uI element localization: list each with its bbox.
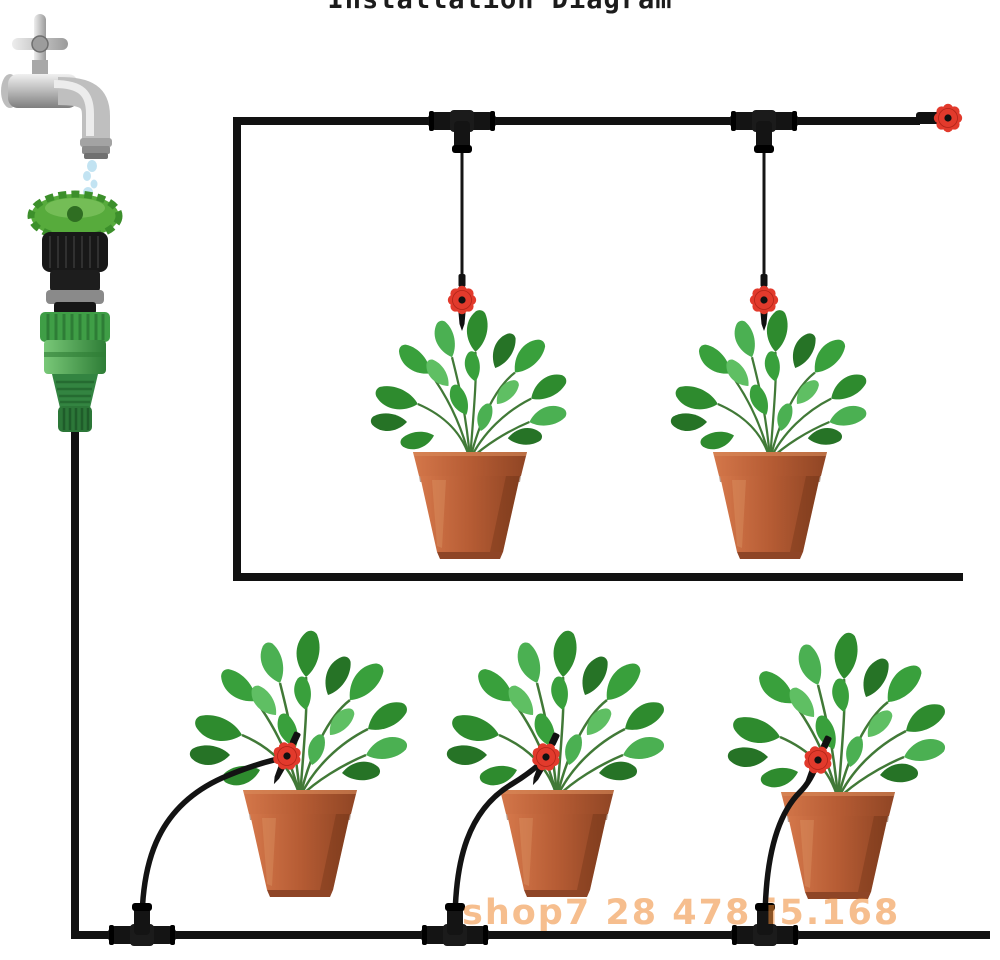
faucet-handle [12, 14, 68, 72]
plant [727, 631, 949, 799]
diagram-title: Installation Diagram [0, 0, 1000, 15]
tee-connector [108, 903, 176, 946]
plant [189, 629, 411, 797]
pot [713, 452, 827, 559]
main-loop-tube [233, 117, 963, 581]
tee-connector [731, 903, 799, 946]
tee-connector [428, 110, 496, 153]
end-plug-barb [916, 112, 940, 124]
faucet-stem [32, 60, 48, 78]
spout-aerator [84, 153, 108, 159]
plant [670, 308, 870, 459]
plant [446, 629, 668, 797]
pot [781, 792, 895, 899]
pot [413, 452, 527, 559]
riser-tube [139, 754, 288, 925]
plant [370, 308, 570, 459]
threaded-collar [42, 232, 108, 272]
riser-tube [452, 756, 548, 925]
pot [500, 790, 614, 897]
tee-connector [421, 903, 489, 946]
spout-collar [82, 146, 110, 154]
end-plug-dripper [916, 103, 963, 133]
faucet-adapter [27, 190, 123, 242]
supply-tube [71, 428, 990, 939]
spout-flange [80, 138, 112, 147]
pot [243, 790, 357, 897]
faucet-spout-highlight [53, 80, 94, 136]
faucet [1, 14, 112, 197]
tee-connector [730, 110, 798, 153]
quick-connector [40, 312, 110, 432]
tap-adapter [46, 270, 104, 314]
